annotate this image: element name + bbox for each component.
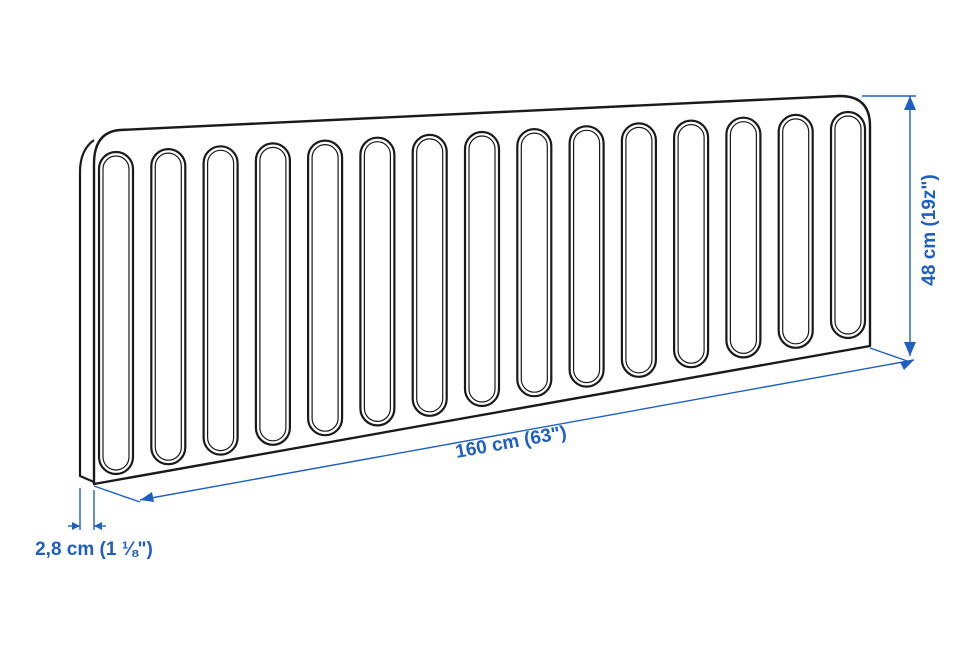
width-arrow-left (140, 492, 154, 502)
panel-slot (150, 148, 187, 466)
width-dimension-label: 160 cm (63") (454, 422, 568, 463)
width-extension-line-right (869, 347, 911, 363)
panel-slot-inner (468, 135, 496, 403)
panel-slot-inner (311, 144, 339, 432)
panel-slot-inner (154, 152, 182, 461)
width-arrow-right (900, 360, 914, 370)
panel-slot (829, 110, 867, 340)
height-dimension-label: 48 cm (19z") (919, 174, 940, 285)
width-dimension-line (139, 359, 915, 501)
panel-slot-inner (259, 146, 287, 442)
width-extension-line-left (93, 485, 141, 503)
panel-slot (725, 116, 762, 359)
thickness-arrow-left (72, 522, 80, 530)
panel-slot (568, 125, 605, 388)
height-arrow-bottom (904, 342, 916, 356)
panel-slot (411, 133, 448, 417)
panel-slot (202, 145, 239, 456)
panel-slot-inner (572, 129, 601, 384)
panel-slot-inner (677, 123, 705, 364)
panel-slot-inner (520, 132, 548, 393)
panel-slot-inner (782, 118, 810, 345)
panel-slot-inner (416, 138, 444, 413)
height-arrow-top (904, 96, 916, 110)
panel-slot-inner (625, 126, 653, 374)
panel-slot (463, 130, 501, 408)
panel-thickness-edge (78, 139, 95, 484)
panel-slot (254, 142, 291, 446)
panel-slot-inner (363, 141, 391, 423)
panel-slot-inner (207, 149, 235, 452)
panel-slot (359, 136, 396, 427)
panel-slot (672, 119, 710, 369)
thickness-dimension-label: 2,8 cm (1 ⅛") (35, 539, 153, 560)
acoustic-panel (78, 94, 872, 486)
panel-slot-inner (729, 121, 758, 354)
thickness-arrow-right (94, 522, 102, 530)
panel-slot (620, 122, 658, 378)
panel-slot-inner (102, 155, 130, 471)
panel-slot (97, 150, 135, 476)
panel-slot (516, 128, 553, 398)
panel-slot-inner (834, 115, 862, 335)
panel-slot (777, 113, 814, 349)
panel-slot (307, 139, 344, 437)
panel-slots (97, 110, 867, 476)
